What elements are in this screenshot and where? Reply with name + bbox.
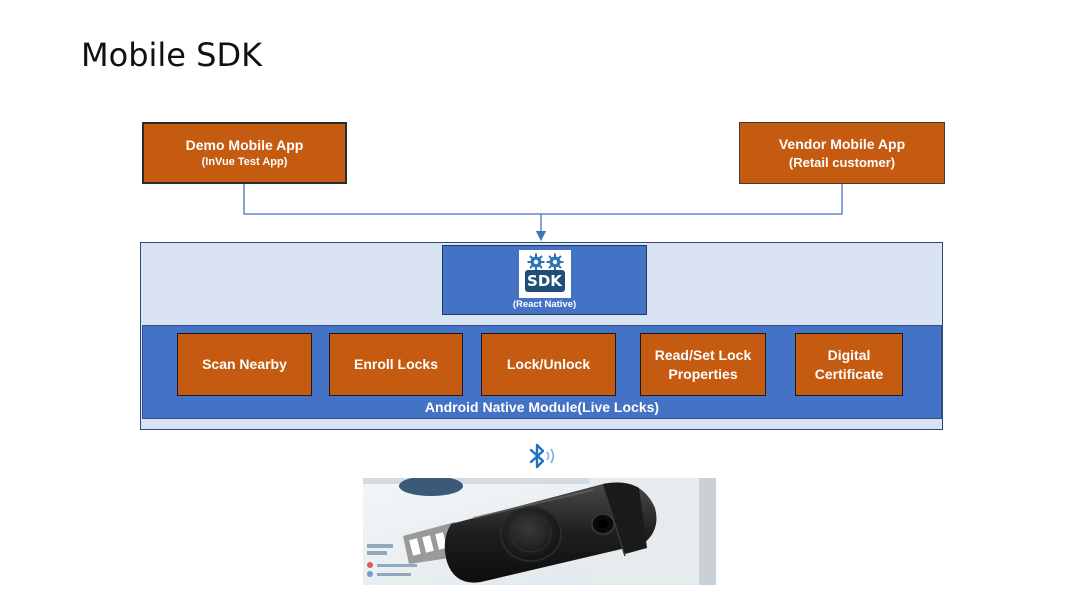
demo-mobile-app-box: Demo Mobile App (InVue Test App) (142, 122, 347, 184)
feature-label: Enroll Locks (353, 356, 439, 372)
gear-icon (546, 253, 563, 271)
lock-device-illustration (363, 478, 716, 585)
sdk-logo: SDK (518, 250, 571, 298)
feature-label: Lock/Unlock (506, 356, 591, 372)
feature-scan-nearby: Scan Nearby (177, 333, 312, 396)
gear-icon (527, 253, 544, 271)
sdk-logo-text: SDK (524, 270, 565, 292)
vendor-mobile-app-box: Vendor Mobile App (Retail customer) (739, 122, 945, 184)
page-title: Mobile SDK (81, 36, 263, 74)
connector-vendor-to-sdk (541, 184, 843, 215)
sdk-box: SDK (React Native) (442, 245, 647, 315)
connector-demo-to-sdk (243, 184, 541, 215)
feature-label-line1: Digital (827, 346, 871, 363)
bluetooth-icon (529, 443, 555, 469)
feature-enroll-locks: Enroll Locks (329, 333, 463, 396)
feature-read-set-lock-properties: Read/Set Lock Properties (640, 333, 766, 396)
sdk-subtitle: (React Native) (512, 299, 577, 310)
demo-app-title: Demo Mobile App (185, 137, 304, 153)
vendor-app-subtitle: (Retail customer) (788, 154, 896, 170)
live-lock-device-photo (363, 478, 716, 585)
demo-app-subtitle: (InVue Test App) (201, 156, 288, 168)
feature-lock-unlock: Lock/Unlock (481, 333, 616, 396)
feature-label-line2: Properties (668, 365, 738, 382)
vendor-app-title: Vendor Mobile App (778, 135, 906, 152)
feature-digital-certificate: Digital Certificate (795, 333, 903, 396)
native-module-label: Android Native Module(Live Locks) (424, 399, 660, 415)
feature-label-line1: Read/Set Lock (654, 346, 752, 363)
feature-label-line2: Certificate (814, 365, 884, 382)
feature-label: Scan Nearby (202, 356, 287, 372)
